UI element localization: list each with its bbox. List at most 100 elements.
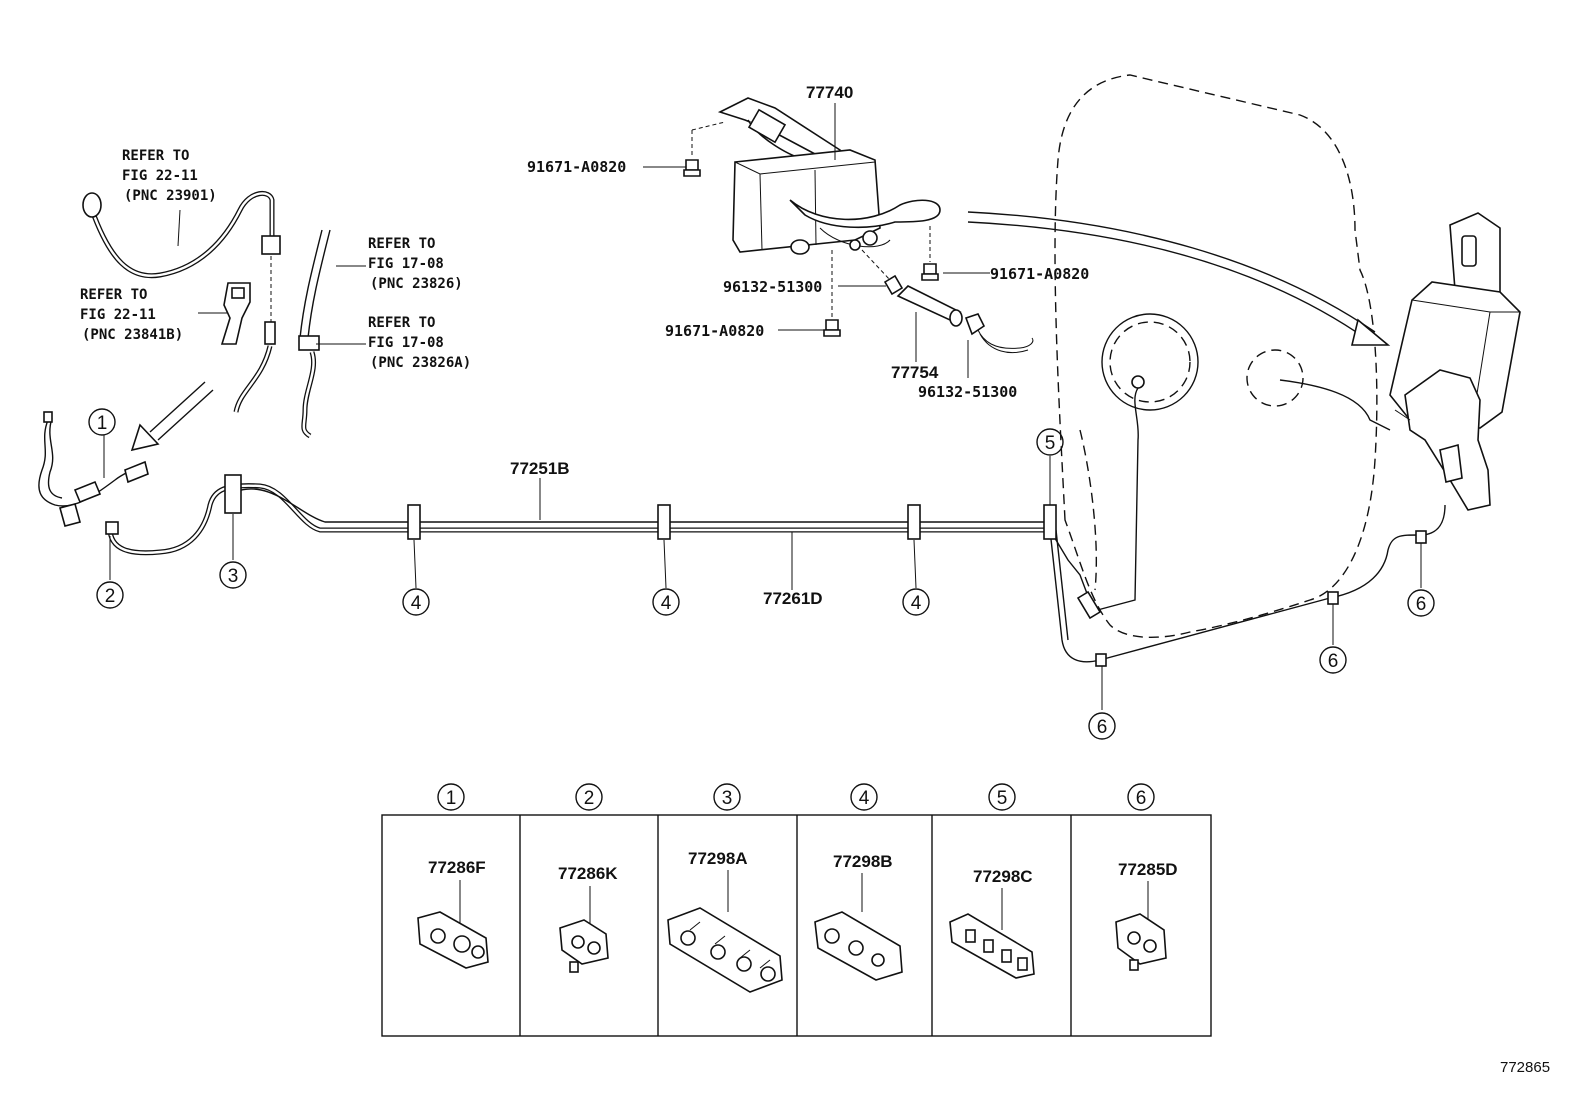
svg-text:4: 4 bbox=[661, 593, 672, 614]
svg-text:REFER TO: REFER TO bbox=[368, 315, 435, 331]
filler-pipe-assembly bbox=[82, 190, 281, 413]
label-clip-left: 96132-51300 bbox=[723, 278, 822, 296]
callout-4c: 4 bbox=[902, 588, 930, 616]
reference-note-3: REFER TO FIG 17-08 (PNC 23826) bbox=[368, 236, 463, 292]
callout-1: 1 bbox=[88, 408, 116, 436]
tube-left-end bbox=[38, 411, 149, 535]
clip-table-header-4: 4 bbox=[850, 783, 878, 811]
filler-ring bbox=[1246, 349, 1304, 407]
label-tube-upper: 77251B bbox=[510, 459, 570, 478]
svg-text:REFER TO: REFER TO bbox=[368, 236, 435, 252]
svg-text:1: 1 bbox=[446, 788, 457, 809]
callout-6a: 6 bbox=[1088, 712, 1116, 740]
filler-tube bbox=[1279, 379, 1391, 431]
clip-table-header-1: 1 bbox=[437, 783, 465, 811]
tank-inner-outline bbox=[1079, 429, 1097, 591]
clip-drawing-4 bbox=[814, 873, 903, 981]
fuel-tank-outline bbox=[1054, 74, 1378, 639]
svg-text:FIG 17-08: FIG 17-08 bbox=[368, 335, 444, 351]
clip-part-5: 77298C bbox=[973, 867, 1033, 886]
charcoal-canister bbox=[717, 97, 941, 255]
callout-4b: 4 bbox=[652, 588, 680, 616]
clip-table-header-6: 6 bbox=[1127, 783, 1155, 811]
sender-connector bbox=[1076, 590, 1102, 620]
clamp-4c bbox=[907, 504, 921, 540]
clamp-4a bbox=[407, 504, 421, 540]
label-hose: 77754 bbox=[891, 363, 939, 382]
svg-text:3: 3 bbox=[228, 566, 239, 587]
arrow-to-clip-1 bbox=[130, 381, 214, 452]
label-canister: 77740 bbox=[806, 83, 853, 102]
sender-ring-inner bbox=[1109, 321, 1191, 403]
clip-drawing-1 bbox=[417, 880, 489, 969]
callout-6b: 6 bbox=[1319, 646, 1347, 674]
bracket-part bbox=[220, 282, 251, 345]
clip-part-1: 77286F bbox=[428, 858, 486, 877]
clip-table-header-5: 5 bbox=[988, 783, 1016, 811]
svg-text:6: 6 bbox=[1328, 651, 1339, 672]
clamp-4b bbox=[657, 504, 671, 540]
clip-part-3: 77298A bbox=[688, 849, 748, 868]
bolt-right bbox=[921, 226, 939, 281]
clip-part-4: 77298B bbox=[833, 852, 893, 871]
sender-tube bbox=[1089, 387, 1139, 613]
leader-lines bbox=[103, 103, 1422, 710]
svg-text:FIG 22-11: FIG 22-11 bbox=[80, 307, 156, 323]
clip-drawing-3 bbox=[667, 870, 783, 993]
bolt-lower bbox=[823, 250, 841, 337]
reference-note-1: REFER TO FIG 22-11 (PNC 23901) bbox=[122, 148, 217, 204]
clamp-6b bbox=[1327, 591, 1339, 605]
breather-tube-assembly bbox=[298, 229, 331, 439]
callout-2: 2 bbox=[96, 581, 124, 609]
arrow-to-canister-right bbox=[967, 211, 1391, 346]
label-clip-right: 96132-51300 bbox=[918, 383, 1017, 401]
svg-text:6: 6 bbox=[1136, 788, 1147, 809]
clip-drawing-5 bbox=[949, 888, 1035, 979]
svg-text:(PNC 23841B): (PNC 23841B) bbox=[82, 327, 183, 343]
svg-text:REFER TO: REFER TO bbox=[80, 287, 147, 303]
reference-note-2: REFER TO FIG 22-11 (PNC 23841B) bbox=[80, 287, 183, 343]
svg-text:FIG 22-11: FIG 22-11 bbox=[122, 168, 198, 184]
callout-6c: 6 bbox=[1407, 589, 1435, 617]
clamp-6c bbox=[1415, 530, 1427, 544]
clamp-3 bbox=[224, 474, 242, 514]
callout-4a: 4 bbox=[402, 588, 430, 616]
bolt-top bbox=[683, 121, 726, 177]
clip-table: 1 2 3 4 5 6 77286F 77286K 77298A 77298B … bbox=[381, 783, 1212, 1037]
clamp-6a bbox=[1095, 653, 1107, 667]
label-bolt-top: 91671-A0820 bbox=[527, 158, 626, 176]
svg-text:(PNC 23901): (PNC 23901) bbox=[124, 188, 217, 204]
svg-text:FIG 17-08: FIG 17-08 bbox=[368, 256, 444, 272]
svg-text:2: 2 bbox=[105, 586, 116, 607]
svg-text:6: 6 bbox=[1097, 717, 1108, 738]
svg-text:2: 2 bbox=[584, 788, 595, 809]
installed-canister bbox=[1389, 212, 1521, 511]
svg-text:6: 6 bbox=[1416, 594, 1427, 615]
svg-text:(PNC 23826A): (PNC 23826A) bbox=[370, 355, 471, 371]
clamp-5 bbox=[1043, 504, 1057, 540]
svg-text:5: 5 bbox=[1045, 433, 1056, 454]
sender-ring bbox=[1101, 313, 1199, 411]
clip-drawing-6 bbox=[1115, 881, 1167, 971]
reference-note-4: REFER TO FIG 17-08 (PNC 23826A) bbox=[368, 315, 471, 371]
svg-text:4: 4 bbox=[859, 788, 870, 809]
svg-text:3: 3 bbox=[722, 788, 733, 809]
clip-part-2: 77286K bbox=[558, 864, 618, 883]
svg-text:(PNC 23826): (PNC 23826) bbox=[370, 276, 463, 292]
svg-text:1: 1 bbox=[97, 413, 108, 434]
clip-table-header-3: 3 bbox=[713, 783, 741, 811]
callout-3: 3 bbox=[219, 561, 247, 589]
svg-text:REFER TO: REFER TO bbox=[122, 148, 189, 164]
clip-table-header-2: 2 bbox=[575, 783, 603, 811]
label-tube-lower: 77261D bbox=[763, 589, 823, 608]
label-bolt-right: 91671-A0820 bbox=[990, 265, 1089, 283]
svg-text:4: 4 bbox=[911, 593, 922, 614]
svg-text:5: 5 bbox=[997, 788, 1008, 809]
main-vapor-tubes bbox=[107, 483, 1446, 663]
svg-text:4: 4 bbox=[411, 593, 422, 614]
clip-part-6: 77285D bbox=[1118, 860, 1178, 879]
sender-port bbox=[1131, 375, 1145, 389]
label-bolt-lower: 91671-A0820 bbox=[665, 322, 764, 340]
